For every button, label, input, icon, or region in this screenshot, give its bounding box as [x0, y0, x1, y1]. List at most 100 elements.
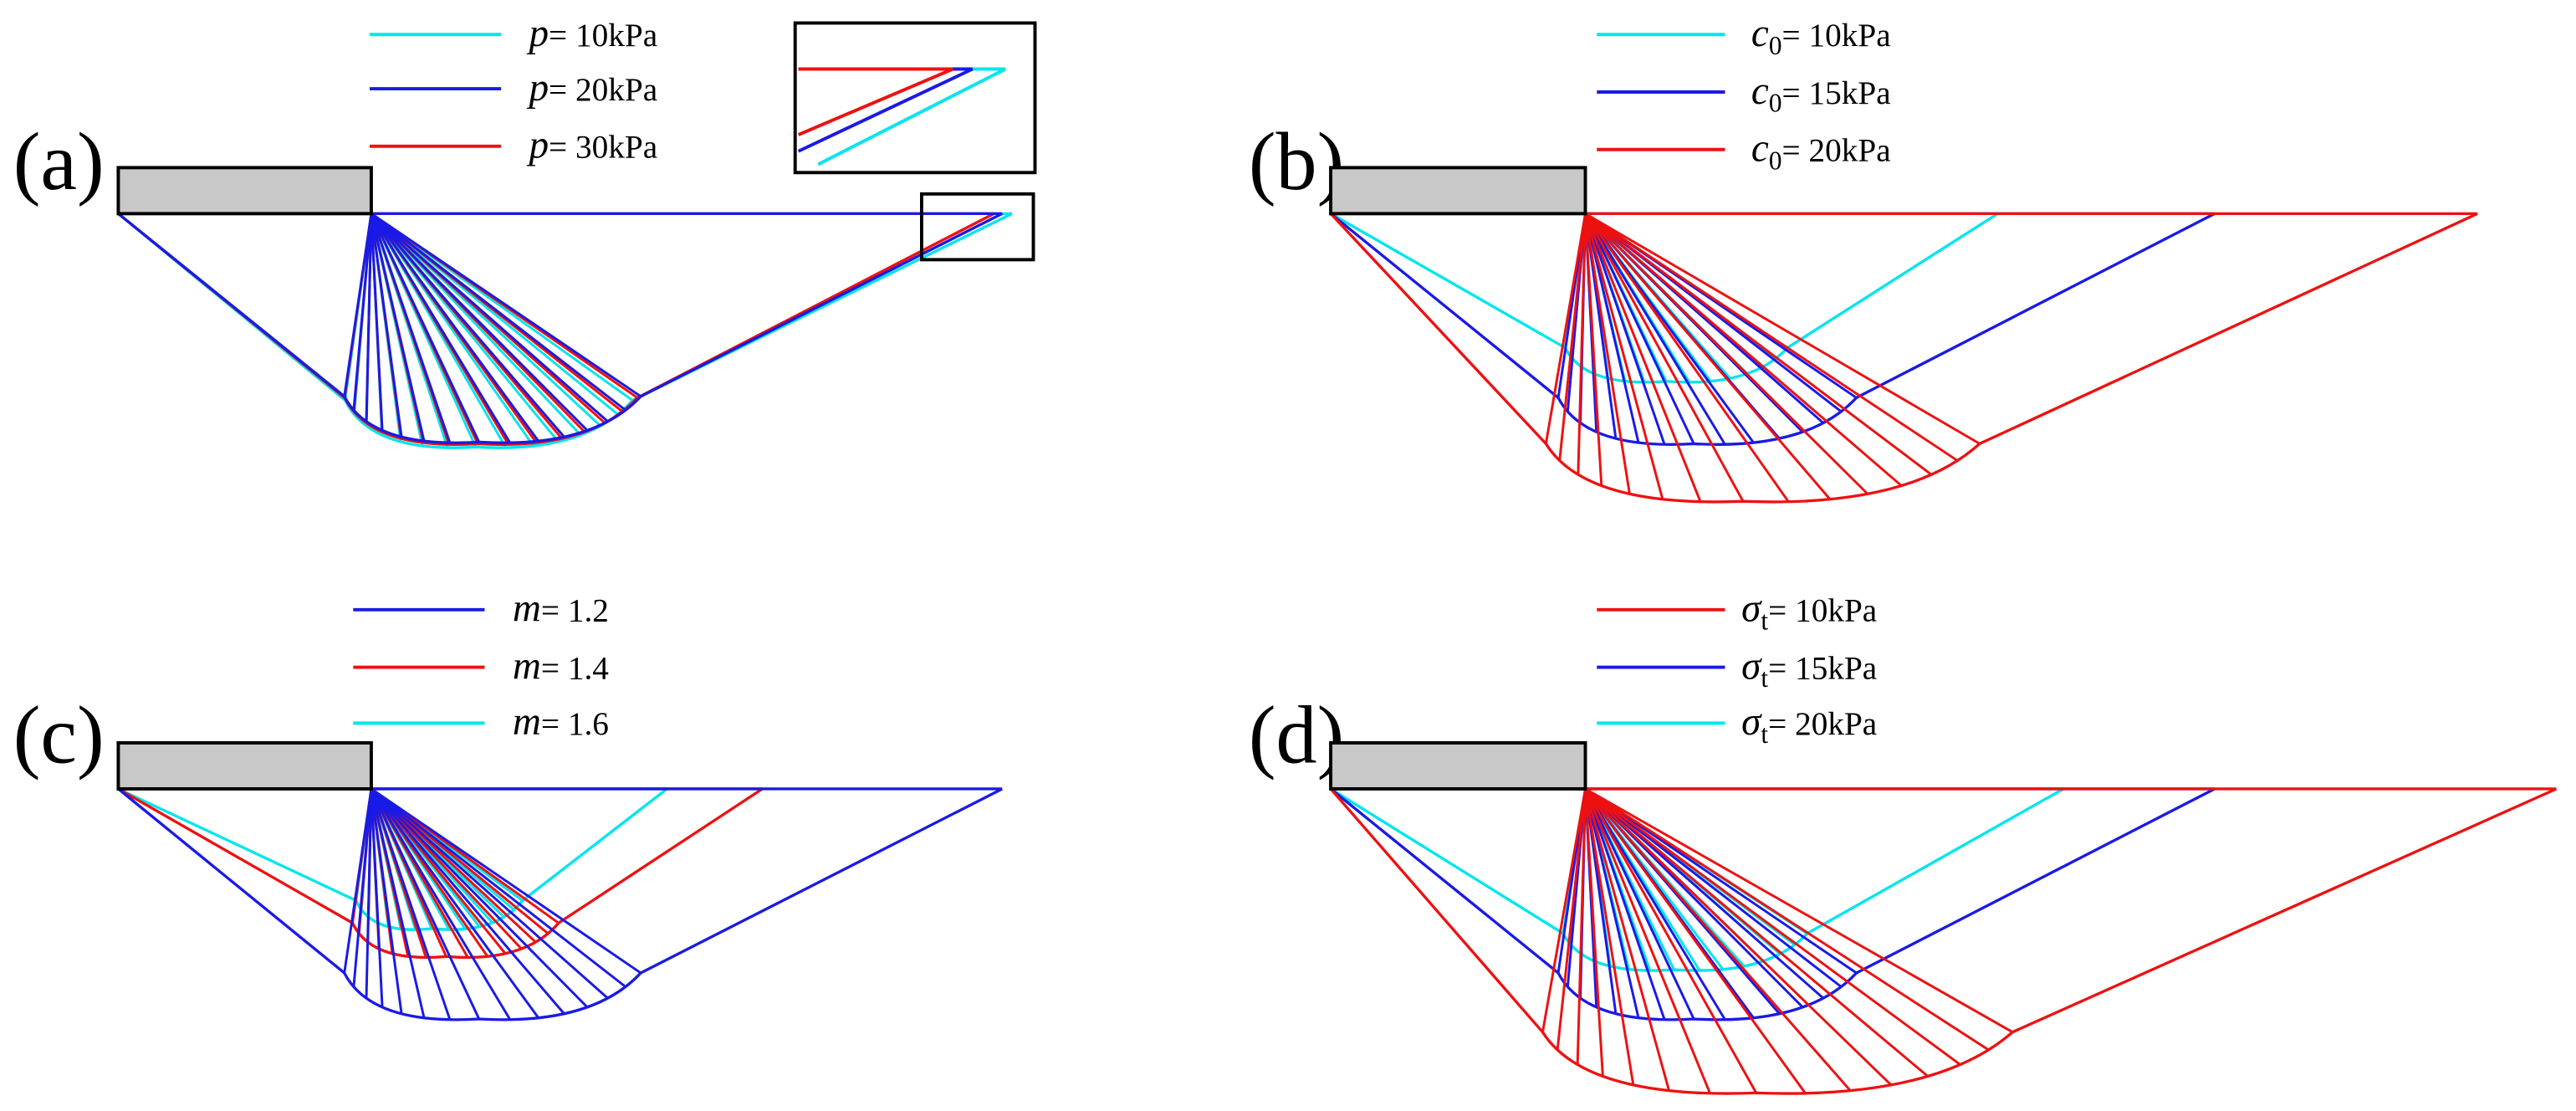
footing — [116, 166, 373, 216]
mech-d-1-fan-ray — [1584, 787, 1843, 988]
legend-subscript: t — [1761, 663, 1768, 693]
mech-c-2-fan-ray — [343, 788, 373, 974]
mech-a-2-fan-ray — [370, 212, 512, 444]
mech-d-1-active-edge — [1330, 787, 1560, 975]
mech-c-2-fan-ray — [370, 787, 565, 1015]
zoom-inset — [793, 21, 1037, 175]
mech-d-2-fan-ray — [1584, 788, 1711, 1094]
mech-c-2-fan-ray — [370, 788, 426, 1019]
legend-entry: σt= 15kPa — [1741, 644, 1877, 693]
mech-c-2-fan-ray — [370, 788, 512, 1021]
mech-c-0-passive-edge — [521, 787, 668, 902]
legend-entry: m= 1.6 — [513, 700, 609, 744]
mech-a-2-fan-ray — [370, 212, 481, 443]
mech-a-2-fan-ray — [371, 212, 626, 412]
mech-b-1-fan-ray — [1584, 212, 1726, 445]
footing — [116, 740, 373, 791]
legend-value: = 20kPa — [1782, 133, 1891, 169]
mech-d-2-fan-ray — [1584, 787, 1852, 1092]
panel-label: (d) — [1249, 690, 1345, 781]
mech-b-2-fan-ray — [1584, 212, 1959, 462]
mech-b-1-fan-ray — [1584, 213, 1640, 443]
mech-c-2-fan-ray — [370, 787, 589, 1008]
mech-d-2-fan-ray — [1576, 788, 1587, 1065]
legend-symbol: σ — [1741, 644, 1762, 688]
mech-d-1-passive-edge — [1855, 787, 2216, 975]
legend-subscript: 0 — [1769, 31, 1782, 60]
legend-subscript: t — [1761, 719, 1768, 749]
inset-passive-line — [817, 67, 1007, 166]
mech-c-2-active-edge — [117, 787, 345, 975]
mech-c-2-fan-ray — [371, 787, 641, 975]
mech-a-2-fan-ray — [370, 212, 452, 443]
mech-b-2-fan-ray — [1584, 213, 1631, 494]
mech-b-1-passive-edge — [1855, 212, 2216, 399]
mech-c-1-active-edge — [117, 787, 354, 924]
mech-b-0-passive-edge — [1786, 212, 1999, 350]
legend-symbol: c — [1751, 12, 1769, 55]
mech-d-2-fan-ray — [1556, 788, 1587, 1051]
mech-b-1-fan-ray — [1584, 212, 1666, 445]
mech-b-0-active-edge — [1330, 212, 1567, 350]
mech-d-2-fan-ray — [1584, 788, 1671, 1092]
mech-a-2-fan-ray — [370, 212, 565, 438]
legend-entry: σt= 20kPa — [1741, 700, 1877, 749]
legend-entry: c0= 10kPa — [1751, 12, 1891, 60]
legend-value: = 10kPa — [1768, 593, 1877, 629]
mech-c-2-fan-ray — [365, 788, 373, 999]
mech-d-1-fan-ray — [1584, 788, 1695, 1020]
legend-symbol: m — [513, 587, 541, 631]
mech-c-0-active-edge — [117, 787, 357, 903]
mech-d-2-fan-ray — [1584, 787, 1961, 1066]
mech-a-2-fan-ray — [343, 213, 373, 397]
legend-value: = 20kPa — [549, 72, 657, 108]
legend-subscript: 0 — [1769, 146, 1782, 175]
mech-a-2-passive-edge — [640, 212, 1003, 398]
inset-passive-line — [797, 67, 954, 136]
legend-symbol: c — [1751, 127, 1769, 171]
legend-symbol: σ — [1741, 587, 1762, 631]
legend-entry: c0= 20kPa — [1751, 127, 1891, 176]
panel-c: (c)m= 1.2m= 1.4m= 1.6 — [13, 587, 1003, 1021]
mech-b-2-spiral — [1544, 443, 1981, 504]
mech-d-2-fan-ray — [1584, 788, 1604, 1077]
mech-d-1-spiral — [1556, 971, 1858, 1021]
panel-label: (b) — [1249, 116, 1345, 207]
mech-d-1-fan-ray — [1584, 788, 1640, 1019]
legend-subscript: t — [1761, 606, 1768, 635]
legend-symbol: p — [527, 12, 549, 55]
mech-c-1-passive-edge — [557, 787, 764, 924]
mech-b-2-fan-ray — [1584, 212, 1869, 495]
footing — [1329, 166, 1587, 216]
mech-d-0-spiral — [1561, 932, 1808, 972]
mech-b-2-fan-ray — [1584, 212, 1903, 487]
mech-a-2-active-edge — [117, 212, 345, 398]
mech-b-2-fan-ray — [1577, 213, 1587, 475]
legend-symbol: σ — [1741, 700, 1762, 744]
mech-b-1-spiral — [1556, 397, 1858, 446]
mech-a-2-spiral — [343, 395, 642, 444]
panel-label: (a) — [13, 116, 105, 207]
mech-b-1-active-edge — [1330, 212, 1560, 399]
legend-symbol: c — [1751, 69, 1769, 113]
legend-symbol: m — [513, 700, 541, 744]
legend-entry: c0= 15kPa — [1751, 69, 1891, 118]
mech-a-2-fan-ray — [365, 213, 373, 422]
legend-value: = 1.6 — [541, 706, 609, 742]
footing — [1329, 740, 1587, 791]
mech-a-2-fan-ray — [370, 213, 426, 442]
mech-d-2-spiral — [1541, 1031, 2014, 1095]
legend-value: = 20kPa — [1768, 706, 1877, 742]
mech-a-2-fan-ray — [370, 213, 403, 438]
legend-entry: m= 1.4 — [513, 644, 609, 688]
mech-b-2-fan-ray — [1584, 212, 1832, 500]
mech-d-2-fan-ray — [1584, 788, 1758, 1094]
legend-entry: m= 1.2 — [513, 587, 609, 631]
mech-c-2-passive-edge — [640, 787, 1003, 975]
legend-value: = 1.4 — [541, 650, 609, 686]
inset-passive-line — [797, 67, 974, 153]
legend-value: = 15kPa — [1768, 650, 1877, 686]
